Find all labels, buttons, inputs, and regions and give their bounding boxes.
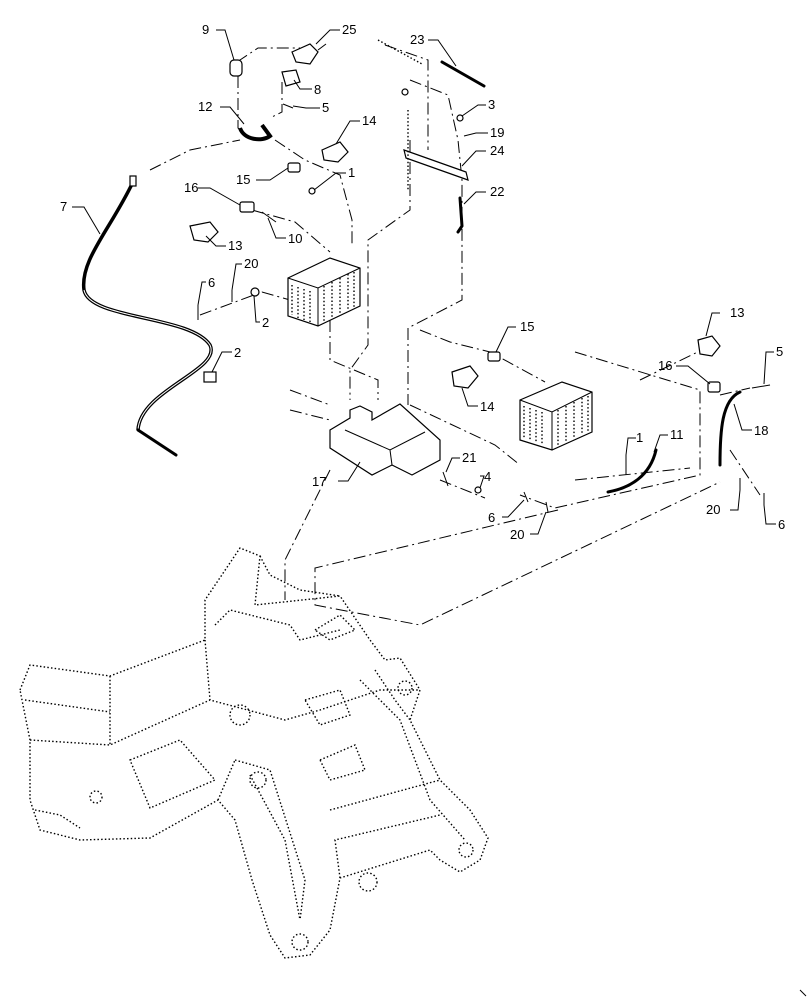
callout-9: 9 <box>202 22 209 37</box>
callout-18: 18 <box>754 423 768 438</box>
bar-24 <box>403 149 469 181</box>
callout-1: 1 <box>348 165 355 180</box>
terminal-16b <box>707 381 721 393</box>
cover-14a <box>321 141 349 163</box>
assembly-lines <box>149 44 761 626</box>
cable-7 <box>81 175 217 457</box>
callout-21: 21 <box>462 450 476 465</box>
bolt-5b <box>751 384 771 389</box>
terminal-15b <box>487 351 501 362</box>
bolts-left <box>197 287 260 320</box>
battery-right <box>519 381 593 451</box>
bolt-21 <box>442 471 449 487</box>
nut-4 <box>474 486 482 494</box>
callout-5: 5 <box>322 100 329 115</box>
callout-11: 11 <box>670 427 684 442</box>
stud-top <box>377 39 423 65</box>
terminal-15a <box>287 162 301 173</box>
bolt-5 <box>282 103 294 109</box>
rod-23 <box>440 60 486 88</box>
callout-14: 14 <box>362 113 376 128</box>
cable-18 <box>718 390 742 467</box>
bolt-10 <box>261 211 277 223</box>
callout-17: 17 <box>312 474 326 489</box>
strap-12 <box>238 123 273 142</box>
callout-7: 7 <box>60 199 67 214</box>
callout-labels: 9 25 23 8 3 12 5 19 14 24 7 15 1 22 16 1… <box>60 22 785 542</box>
callout-20b: 20 <box>510 527 524 542</box>
callout-22: 22 <box>490 184 504 199</box>
clamp-8 <box>281 69 301 87</box>
callout-12: 12 <box>198 99 212 114</box>
callout-4: 4 <box>484 469 491 484</box>
rod-22 <box>456 196 464 234</box>
callout-20: 20 <box>244 256 258 271</box>
callout-2b: 2 <box>234 345 241 360</box>
callout-6: 6 <box>208 275 215 290</box>
callout-19: 19 <box>490 125 504 140</box>
callout-14b: 14 <box>480 399 494 414</box>
terminal-16a <box>239 201 255 213</box>
connector-25 <box>291 43 327 65</box>
corner-mark <box>799 989 807 997</box>
leader-lines <box>72 29 776 535</box>
bolts-right-lower <box>523 478 765 513</box>
tray-17 <box>329 403 441 476</box>
callout-6c: 6 <box>778 517 785 532</box>
callout-13b: 13 <box>730 305 744 320</box>
callout-16: 16 <box>184 180 198 195</box>
strap-11 <box>606 448 658 494</box>
callout-1b: 1 <box>636 430 643 445</box>
cover-13a <box>189 221 219 243</box>
nut-3 <box>401 88 464 122</box>
callout-23: 23 <box>410 32 424 47</box>
callout-10: 10 <box>288 231 302 246</box>
callout-15: 15 <box>236 172 250 187</box>
loader-frame <box>19 547 489 959</box>
callout-8: 8 <box>314 82 321 97</box>
cover-13b <box>697 335 721 357</box>
nut-1a <box>308 187 316 195</box>
callout-15b: 15 <box>520 319 534 334</box>
callout-25: 25 <box>342 22 356 37</box>
cover-14b <box>451 365 479 389</box>
battery-left <box>287 257 361 327</box>
callout-13: 13 <box>228 238 242 253</box>
callout-6b: 6 <box>488 510 495 525</box>
callout-24: 24 <box>490 143 504 158</box>
callout-16b: 16 <box>658 358 672 373</box>
callout-3: 3 <box>488 97 495 112</box>
callout-2: 2 <box>262 315 269 330</box>
connector-9 <box>229 59 243 77</box>
callout-5b: 5 <box>776 344 783 359</box>
callout-20c: 20 <box>706 502 720 517</box>
